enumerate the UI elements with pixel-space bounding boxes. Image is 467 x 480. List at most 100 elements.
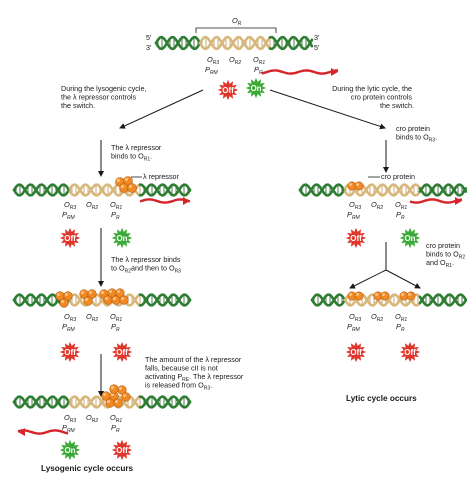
branch-arrow-lysogenic bbox=[119, 89, 204, 129]
repressor-2-11 bbox=[115, 288, 125, 298]
cro-pointer-label: cro protein bbox=[381, 172, 415, 181]
promoter-prm: PRM bbox=[205, 65, 219, 76]
repressor-1c bbox=[119, 183, 129, 193]
repressor-2-1 bbox=[63, 291, 73, 301]
repressor-1d bbox=[127, 183, 137, 193]
operator-r2: OR2 bbox=[371, 312, 383, 323]
cro-1a bbox=[347, 181, 357, 191]
operator-r3: OR3 bbox=[349, 312, 361, 323]
repressor-1b bbox=[123, 176, 133, 186]
burst-off-lytic-1-text: Off bbox=[350, 234, 362, 243]
promoter-pr: PR bbox=[111, 423, 120, 434]
promoter-pr: PR bbox=[111, 322, 120, 333]
burst-off-lyso-3: Off bbox=[110, 438, 134, 462]
repressor-3-4 bbox=[121, 392, 131, 402]
operator-r2: OR2 bbox=[86, 312, 98, 323]
operator-r1: OR1 bbox=[110, 312, 122, 323]
operator-r3: OR3 bbox=[207, 55, 219, 66]
dna-lytic-1 bbox=[298, 183, 467, 197]
operator-r2: OR2 bbox=[86, 413, 98, 424]
burst-off-top: Off bbox=[216, 78, 240, 102]
protein-layer bbox=[55, 176, 416, 408]
promoter-pr: PR bbox=[111, 210, 120, 221]
burst-off-lytic-2b-text: Off bbox=[404, 348, 416, 357]
promoter-prm: PRM bbox=[62, 322, 76, 333]
promoter-prm: PRM bbox=[347, 322, 361, 333]
five-prime-left: 5′ bbox=[146, 33, 152, 42]
burst-on-lyso-1: On bbox=[110, 226, 134, 250]
burst-off-lyso-3-text: Off bbox=[116, 446, 128, 455]
operator-r3: OR3 bbox=[64, 312, 76, 323]
cro-2-3 bbox=[380, 291, 390, 301]
fork-arrow-left bbox=[349, 269, 387, 289]
promoter-prm: PRM bbox=[62, 210, 76, 221]
dna-lyso-3 bbox=[12, 395, 192, 409]
repressor-3-0 bbox=[101, 391, 111, 401]
repressor-pointer-label: λ repressor bbox=[143, 172, 180, 181]
promoter-pr: PR bbox=[396, 322, 405, 333]
operator-r2: OR2 bbox=[86, 200, 98, 211]
repressor-3-6 bbox=[109, 384, 119, 394]
burst-off-lytic-2a: Off bbox=[344, 340, 368, 364]
caption-repressor-binds-or2-or3: The λ repressor binds to OR2and then to … bbox=[111, 255, 183, 275]
caption-cro-binds-or3: cro protein binds to OR3. bbox=[396, 124, 437, 144]
dna-layer bbox=[12, 35, 467, 436]
arrow-layer bbox=[98, 27, 421, 397]
burst-on-lyso-3-text: On bbox=[64, 446, 75, 455]
transcription-arrow-lytic-1 bbox=[409, 197, 463, 205]
burst-off-lytic-2b: Off bbox=[398, 340, 422, 364]
operator-r1: OR1 bbox=[253, 55, 265, 66]
five-prime-right: 5′ bbox=[314, 43, 320, 52]
cro-2-4 bbox=[399, 291, 409, 301]
repressor-3-5 bbox=[117, 385, 127, 395]
repressor-2-5 bbox=[83, 296, 93, 306]
promoter-prm: PRM bbox=[347, 210, 361, 221]
repressor-3-1 bbox=[109, 391, 119, 401]
burst-off-lyso-2b-text: Off bbox=[116, 348, 128, 357]
burst-off-lyso-2a-text: Off bbox=[64, 348, 76, 357]
operator-r1: OR1 bbox=[110, 413, 122, 424]
repressor-3-2 bbox=[105, 398, 115, 408]
repressor-2-8 bbox=[103, 295, 113, 305]
dna-top bbox=[154, 35, 314, 51]
outcome-lytic: Lytic cycle occurs bbox=[346, 394, 417, 403]
burst-off-lyso-1: Off bbox=[58, 226, 82, 250]
transcription-arrow-lyso-3 bbox=[17, 428, 69, 436]
dna-lyso-1 bbox=[12, 183, 192, 197]
operator-r3: OR3 bbox=[64, 200, 76, 211]
repressor-2-4 bbox=[87, 289, 97, 299]
promoter-pr: PR bbox=[396, 210, 405, 221]
burst-on-lytic-1: On bbox=[398, 226, 422, 250]
cro-1b bbox=[354, 181, 364, 191]
burst-off-lyso-1-text: Off bbox=[64, 234, 76, 243]
three-prime-right: 3′ bbox=[314, 33, 320, 42]
branch-arrow-lytic bbox=[269, 89, 386, 130]
burst-on-lyso-1-text: On bbox=[116, 234, 127, 243]
burst-on-lyso-3: On bbox=[58, 438, 82, 462]
caption-cro-binds-more: cro protein binds to OR2 and OR1. bbox=[426, 241, 467, 269]
operator-r3: OR3 bbox=[349, 200, 361, 211]
burst-off-lyso-2b: Off bbox=[110, 340, 134, 364]
operator-r1: OR1 bbox=[110, 200, 122, 211]
transcription-arrow-lyso-1 bbox=[139, 197, 191, 205]
caption-lytic-switch: During the lytic cycle, the cro protein … bbox=[332, 84, 414, 110]
operator-r2: OR2 bbox=[229, 55, 241, 66]
cro-2-5 bbox=[406, 291, 416, 301]
outcome-lysogenic: Lysogenic cycle occurs bbox=[41, 464, 134, 473]
burst-off-lytic-1: Off bbox=[344, 226, 368, 250]
or-bracket bbox=[195, 27, 277, 33]
burst-on-lytic-1-text: On bbox=[404, 234, 415, 243]
repressor-2-2 bbox=[59, 298, 69, 308]
promoter-pr: PR bbox=[254, 65, 263, 76]
transcription-arrow-top bbox=[261, 68, 339, 76]
caption-repressor-binds-or1: The λ repressor binds to OR1. bbox=[111, 143, 163, 163]
burst-off-lyso-2a: Off bbox=[58, 340, 82, 364]
